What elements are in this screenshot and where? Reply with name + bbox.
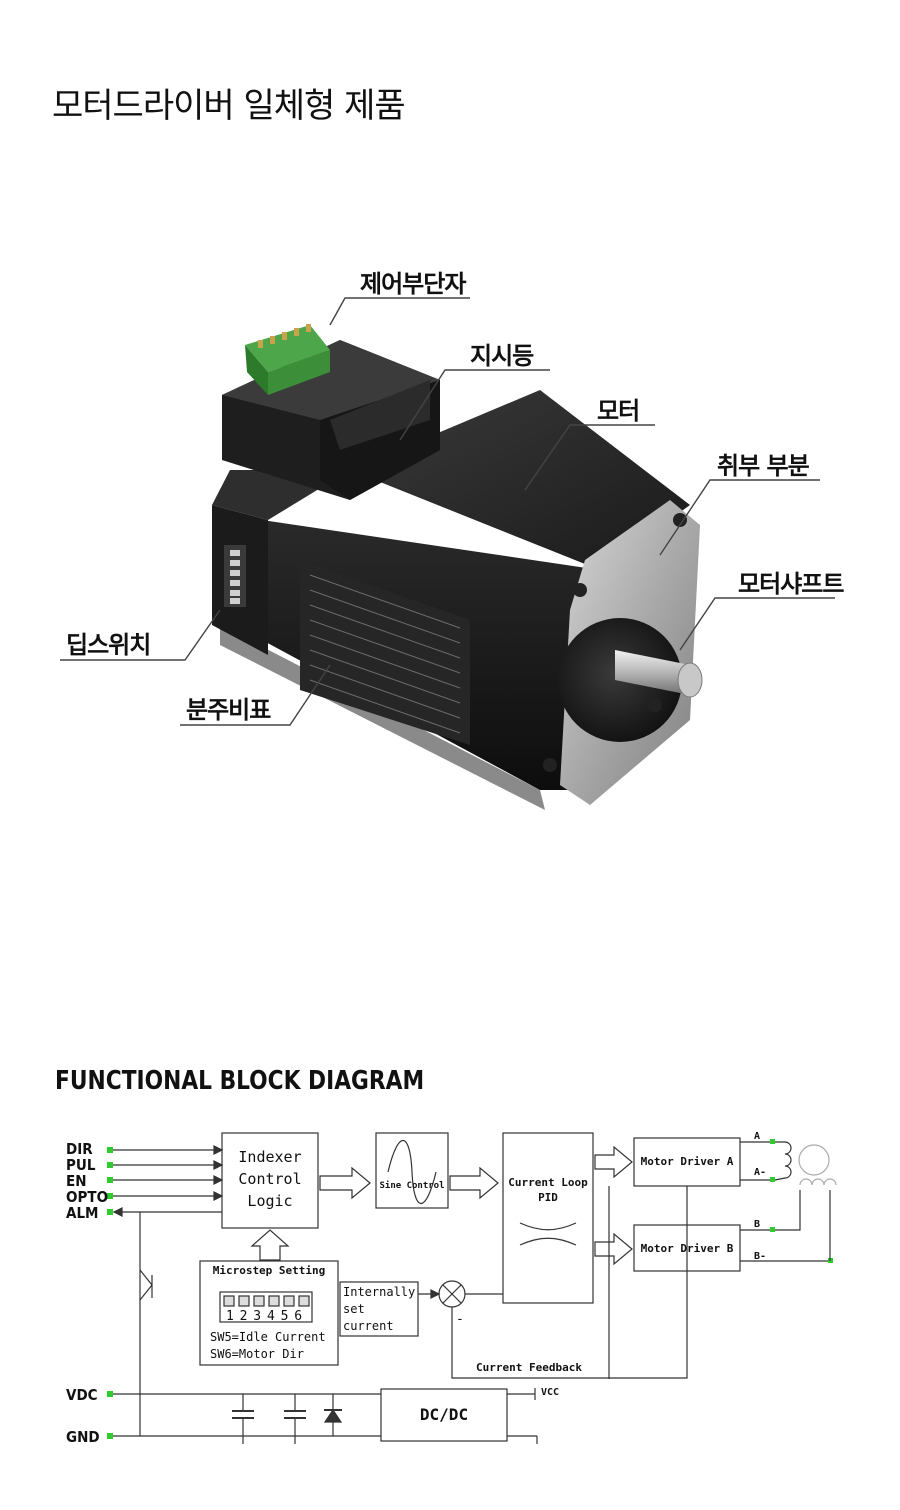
- indexer-line1: Indexer: [238, 1148, 302, 1166]
- product-illustration: [60, 297, 835, 810]
- vcc-label: VCC: [541, 1387, 560, 1398]
- leader-control-terminal: [329, 297, 470, 326]
- input-pul: PUL: [66, 1156, 96, 1174]
- leader-spec-table: [180, 664, 331, 726]
- leader-dip-switch: [60, 609, 221, 661]
- callout-spec-table: 분주비표: [186, 696, 271, 724]
- microstep-title: Microstep Setting: [212, 1264, 326, 1277]
- leader-mounting: [659, 479, 820, 556]
- indexer-line3: Logic: [247, 1192, 293, 1210]
- callout-mounting: 취부 부분: [717, 452, 810, 480]
- page-title: 모터드라이버 일체형 제품: [52, 86, 406, 126]
- internal-current-line2: set: [343, 1302, 365, 1316]
- indexer-line2: Control: [238, 1170, 302, 1188]
- arrow-sine-loop: [449, 1166, 499, 1200]
- callout-control-terminal: 제어부단자: [360, 270, 466, 298]
- minus-sign: -: [456, 1312, 464, 1327]
- input-en: EN: [66, 1172, 87, 1190]
- dip-switch-visual: [224, 545, 246, 607]
- callout-shaft: 모터샤프트: [738, 570, 844, 598]
- microstep-switch-numbers: 1 2 3 4 5 6: [226, 1309, 302, 1324]
- arrow-indexer-sine: [319, 1166, 371, 1200]
- indicator-window: [330, 380, 430, 450]
- microstep-sw5: SW5=Idle Current: [210, 1330, 326, 1344]
- arrow-microstep-indexer: [250, 1229, 290, 1261]
- arrow-loop-a: [594, 1145, 633, 1179]
- current-loop-block: [502, 1132, 594, 1304]
- input-alm: ALM: [66, 1204, 99, 1222]
- callout-dip-switch: 딥스위치: [66, 631, 151, 659]
- green-terminal-block: [245, 324, 330, 395]
- motor-shaft: [615, 650, 703, 698]
- callout-indicator: 지시등: [470, 342, 534, 370]
- vdc-label: VDC: [66, 1386, 98, 1404]
- driver-a-label: Motor Driver A: [640, 1155, 734, 1168]
- input-dir: DIR: [66, 1140, 93, 1158]
- phase-b-plus: B: [754, 1219, 761, 1230]
- internal-current-line3: current: [343, 1319, 394, 1333]
- sine-control-block: [375, 1132, 449, 1209]
- leader-shaft: [679, 597, 835, 651]
- callout-motor: 모터: [597, 397, 640, 425]
- sine-control-label: Sine Control: [379, 1181, 445, 1191]
- microstep-sw6: SW6=Motor Dir: [210, 1347, 304, 1361]
- diagram-title: FUNCTIONAL BLOCK DIAGRAM: [55, 1066, 425, 1096]
- phase-b-minus: B-: [754, 1251, 767, 1262]
- driver-b-label: Motor Driver B: [640, 1242, 734, 1255]
- leader-indicator: [399, 369, 550, 441]
- leader-motor: [524, 424, 655, 491]
- phase-a-plus: A: [754, 1131, 761, 1142]
- internal-current-line1: Internally: [343, 1285, 416, 1299]
- phase-a-minus: A-: [754, 1167, 767, 1178]
- current-feedback-label: Current Feedback: [476, 1361, 582, 1374]
- current-loop-line2: PID: [538, 1191, 558, 1204]
- gnd-label: GND: [66, 1428, 100, 1446]
- summing-junction: [438, 1280, 466, 1308]
- input-opto: OPTO: [66, 1188, 109, 1206]
- spec-label-table: [300, 560, 470, 745]
- dcdc-label: DC/DC: [419, 1405, 469, 1424]
- current-loop-line1: Current Loop: [508, 1176, 588, 1189]
- arrow-loop-b: [594, 1232, 633, 1266]
